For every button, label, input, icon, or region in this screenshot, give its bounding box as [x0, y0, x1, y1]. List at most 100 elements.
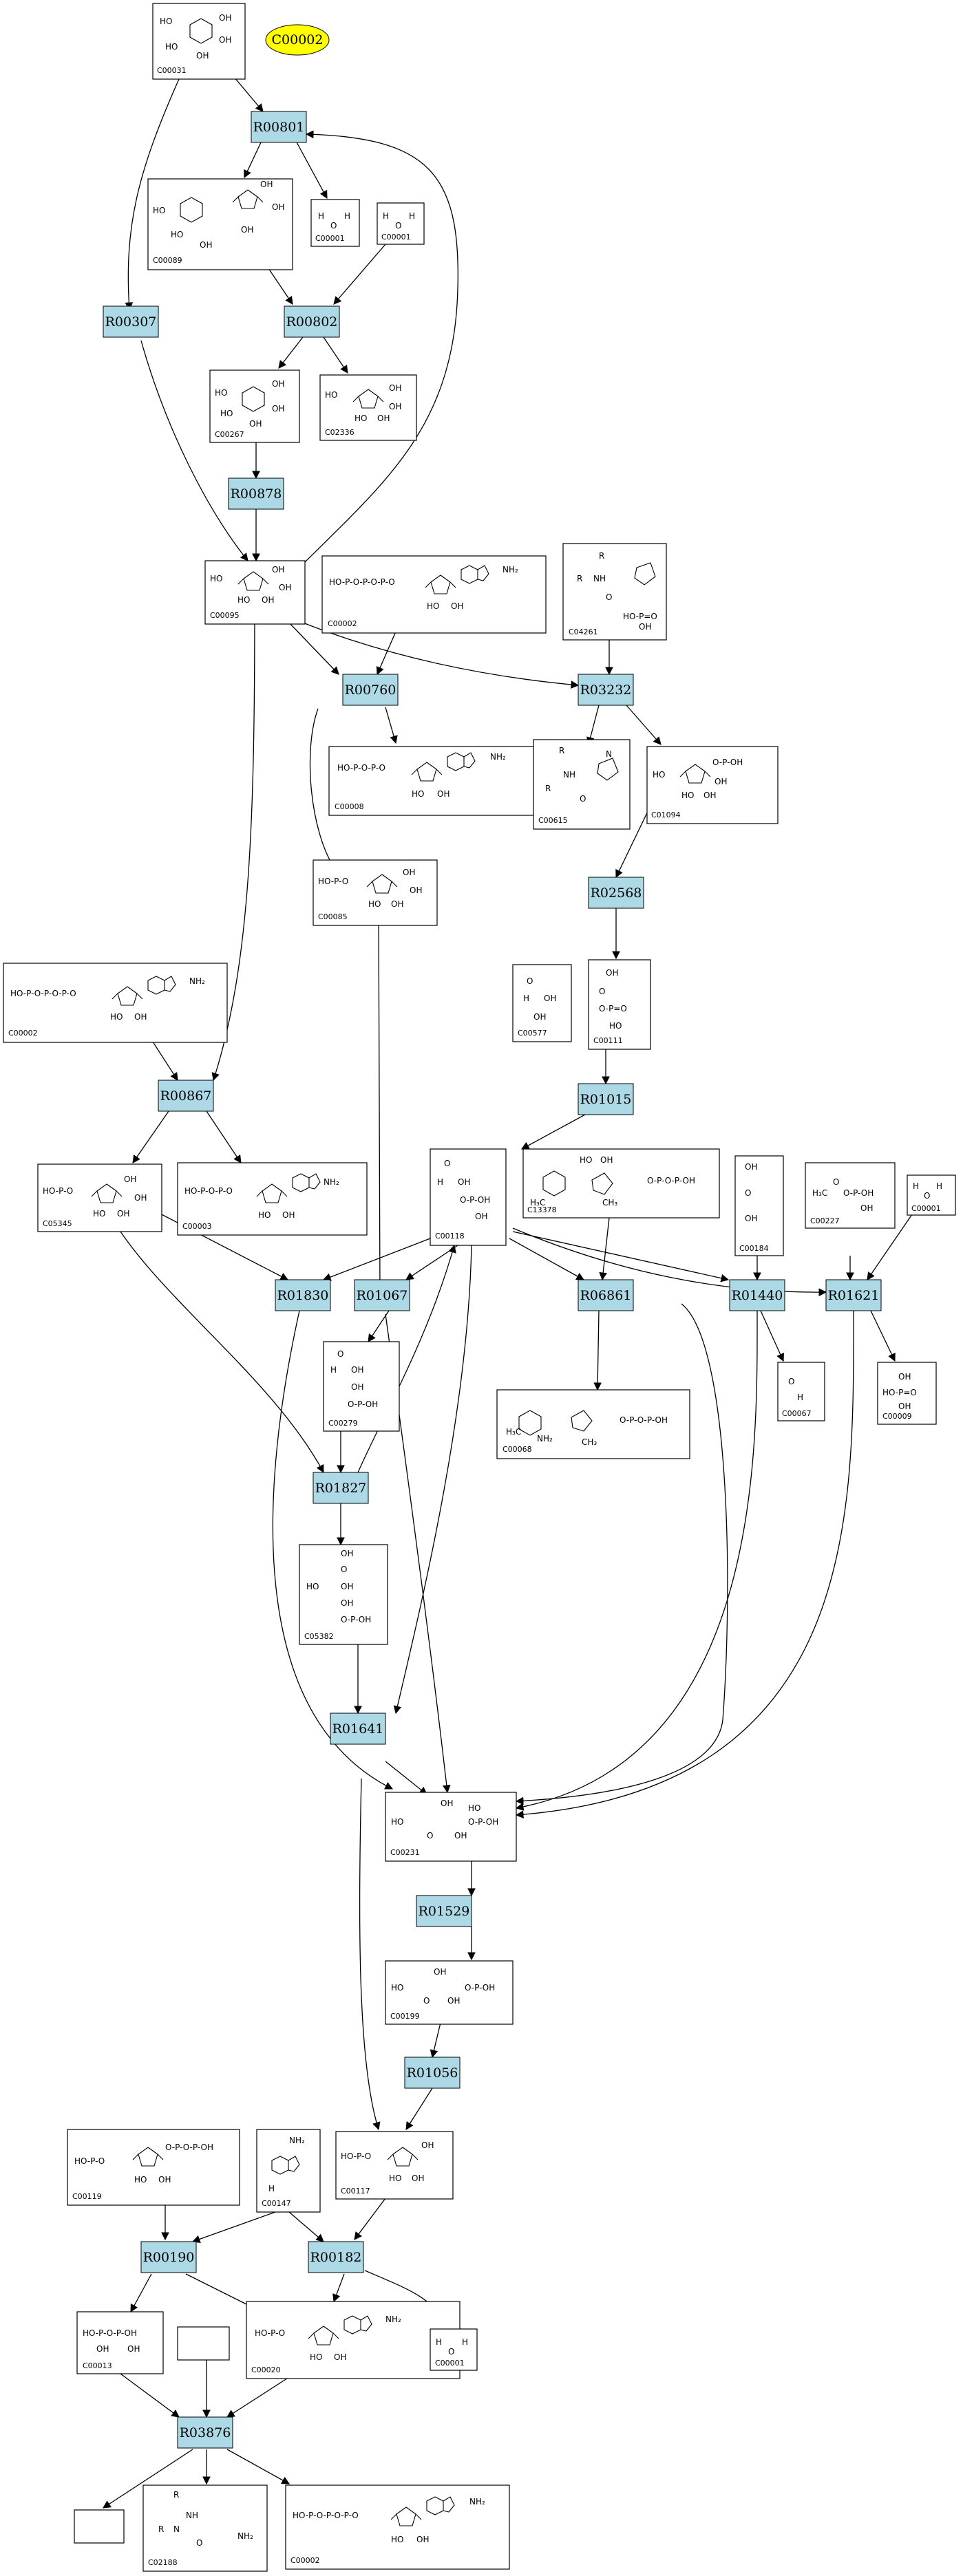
compound-C00111[interactable]: OHO O-P=OHO C00111	[588, 959, 651, 1050]
edge	[599, 1217, 610, 1281]
edge	[359, 1778, 381, 2131]
reaction-R01830[interactable]: R01830	[275, 1279, 331, 1311]
compound-C00067[interactable]: OH C00067	[777, 1362, 825, 1421]
reaction-R02568[interactable]: R02568	[588, 877, 644, 909]
compound-C00001[interactable]: HOH C00001	[310, 199, 360, 247]
compound-C00615[interactable]: RR NHO N C00615	[533, 739, 631, 830]
unlabeled-compound-box[interactable]	[177, 2326, 230, 2361]
svg-text:HO: HO	[210, 574, 222, 583]
highlight-compound[interactable]: C00002	[265, 24, 330, 56]
svg-text:HO: HO	[580, 1155, 592, 1165]
compound-id: C02188	[148, 2558, 178, 2567]
unlabeled-compound-box[interactable]	[74, 2509, 125, 2544]
svg-text:R: R	[545, 784, 551, 793]
svg-text:HO-P-O: HO-P-O	[74, 2156, 105, 2166]
svg-text:NH₂: NH₂	[289, 2136, 305, 2145]
reaction-R00760[interactable]: R00760	[342, 674, 399, 706]
compound-id: C00009	[882, 1412, 912, 1421]
compound-C00001[interactable]: HOH C00001	[430, 2328, 478, 2371]
compound-C04261[interactable]: RR NHO HO-P=OOH C04261	[562, 543, 667, 641]
svg-text:OH: OH	[262, 595, 274, 605]
svg-text:HO: HO	[681, 791, 694, 800]
edge	[302, 130, 458, 565]
compound-C00001[interactable]: HOH C00001	[907, 1174, 956, 1216]
reaction-R01056[interactable]: R01056	[404, 2057, 461, 2089]
reaction-R01641[interactable]: R01641	[330, 1713, 386, 1745]
svg-text:O: O	[427, 1831, 433, 1840]
reaction-R03232[interactable]: R03232	[578, 674, 634, 706]
reaction-R01440[interactable]: R01440	[729, 1279, 785, 1311]
compound-id: C05382	[304, 1632, 334, 1641]
svg-text:O: O	[444, 1159, 450, 1168]
compound-C00001[interactable]: HOH C00001	[377, 202, 425, 245]
svg-text:NH₂: NH₂	[502, 565, 518, 575]
compound-id: C00002	[290, 2556, 320, 2565]
reaction-R06861[interactable]: R06861	[578, 1279, 634, 1311]
svg-text:HO: HO	[412, 789, 424, 799]
svg-text:R00802: R00802	[286, 314, 338, 330]
reaction-R01621[interactable]: R01621	[825, 1279, 882, 1311]
svg-text:OH: OH	[458, 1177, 470, 1187]
reaction-R00190[interactable]: R00190	[140, 2241, 197, 2273]
reaction-R01067[interactable]: R01067	[354, 1279, 410, 1311]
svg-text:R01067: R01067	[357, 1288, 408, 1303]
compound-C00118[interactable]: OH OHO-P-OH OH C00118	[430, 1148, 507, 1246]
edge	[393, 1245, 472, 1715]
svg-text:O-P-OH: O-P-OH	[348, 1399, 378, 1409]
edge	[132, 1110, 169, 1163]
reaction-R01827[interactable]: R01827	[313, 1472, 369, 1504]
reaction-R01529[interactable]: R01529	[416, 1895, 472, 1927]
reaction-R01015[interactable]: R01015	[578, 1083, 634, 1115]
edge	[268, 268, 293, 305]
edge	[206, 1110, 242, 1163]
svg-text:HO-P-O-P-O: HO-P-O-P-O	[184, 1186, 233, 1196]
svg-text:OH: OH	[117, 1209, 129, 1219]
reaction-R00802[interactable]: R00802	[284, 305, 340, 338]
compound-C00184[interactable]: OHO OH C00184	[734, 1155, 784, 1256]
compound-id: C00089	[153, 256, 182, 265]
svg-text:HO: HO	[110, 1012, 123, 1022]
reaction-R00182[interactable]: R00182	[308, 2241, 364, 2273]
reaction-R00878[interactable]: R00878	[228, 477, 284, 510]
edge	[103, 2449, 193, 2509]
svg-text:O: O	[745, 1188, 751, 1198]
svg-text:R: R	[173, 2490, 179, 2500]
svg-text:OH: OH	[441, 1799, 453, 1808]
edge	[288, 2211, 324, 2242]
compound-C00147[interactable]: NH₂ H C00147	[256, 2129, 321, 2213]
reaction-R00801[interactable]: R00801	[251, 111, 307, 143]
svg-text:H: H	[936, 1181, 942, 1191]
reaction-R00867[interactable]: R00867	[158, 1080, 214, 1112]
reaction-R03876[interactable]: R03876	[177, 2416, 233, 2449]
reaction-R00307[interactable]: R00307	[103, 305, 159, 338]
edge	[870, 1310, 896, 1362]
svg-text:O: O	[341, 1565, 347, 1574]
